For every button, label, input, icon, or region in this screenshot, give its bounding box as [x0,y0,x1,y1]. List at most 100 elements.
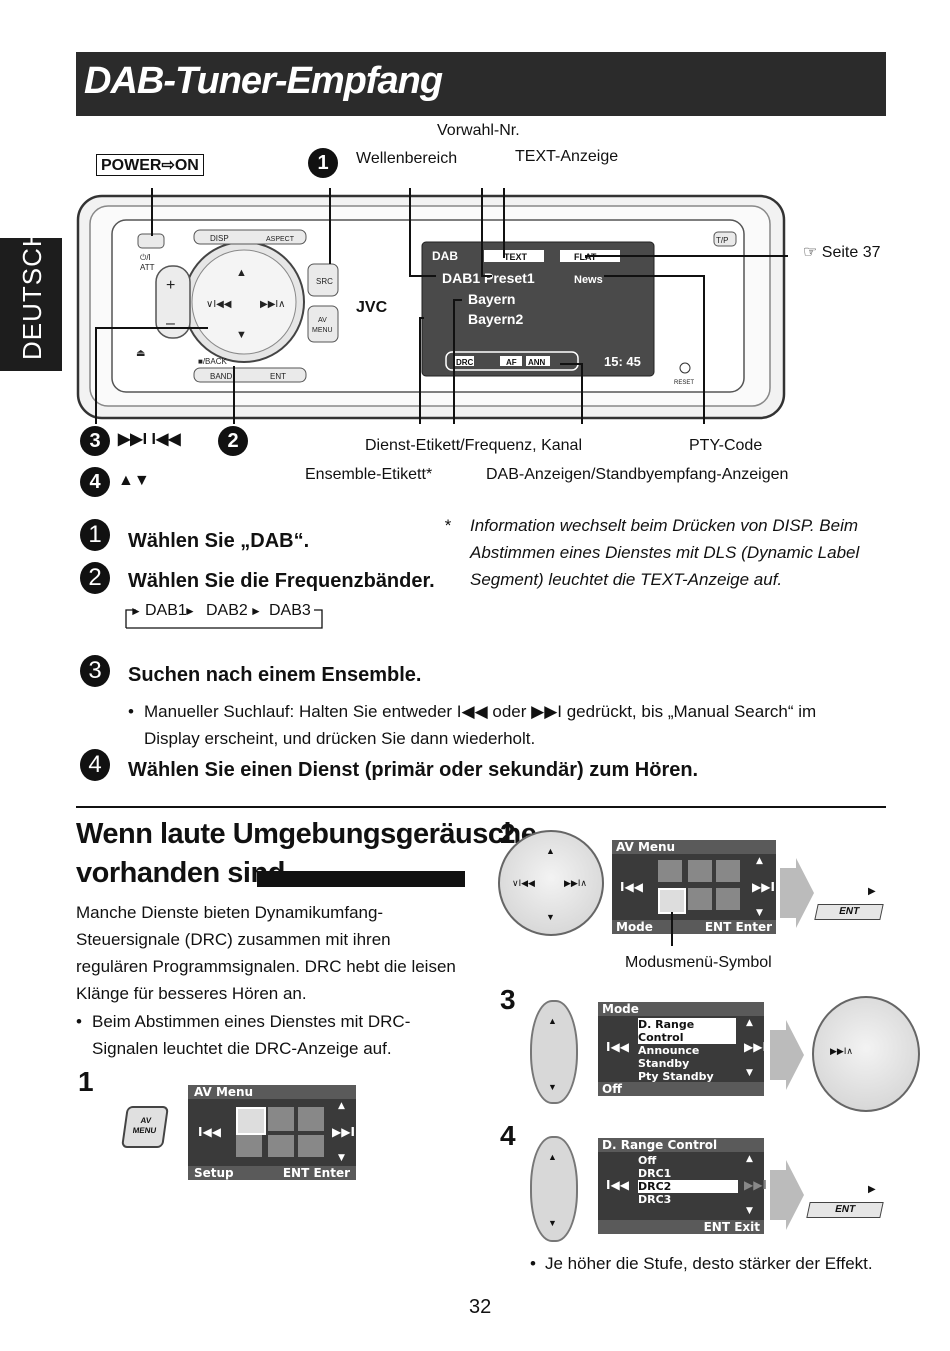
step2-arrow-icon [780,858,814,928]
av-menu-screen-2: AV Menu I◀◀ ▶▶I ▲ ▼ Mode ENT Enter [612,840,776,934]
equalizer-icon-2 [688,860,712,882]
screen1-footer: Setup ENT Enter [188,1166,356,1180]
screen2-title: AV Menu [612,840,776,854]
language-tab-label: DEUTSCH [17,227,47,360]
screen1-title: AV Menu [188,1085,356,1099]
volume-plus-icon: + [166,277,175,294]
setup-icon-2 [658,860,682,882]
reset-button [679,362,691,374]
control-dial-inner [191,249,297,355]
step3-rocker[interactable]: ▲ ▼ [530,1000,578,1104]
callout-seite: ☞ Seite 37 [803,244,881,261]
screen4-down-icon: ▼ [746,1206,753,1216]
mode-item-pty[interactable]: Pty Standby [638,1070,714,1083]
ent-button-2[interactable]: ENT [814,904,884,920]
screen2-footer-left: Mode [616,920,653,934]
step3-dial[interactable]: ▶▶I∧ [812,996,920,1112]
dial-next-icon: ▶▶I∧ [260,299,285,310]
lcd-af-box [500,356,522,366]
drc-item-off[interactable]: Off [638,1154,657,1167]
page-number: 32 [469,1296,492,1318]
screen3-next-icon: ▶▶I [744,1040,767,1054]
av-menu-screen-1: AV Menu I◀◀ ▶▶I ▲ ▼ Setup ENT Enter [188,1085,356,1180]
reset-label: RESET [674,380,694,386]
eject-icon: ⏏ [136,348,145,359]
drc-item-drc3[interactable]: DRC3 [638,1193,672,1206]
section-paragraph: Manche Dienste bieten Dynamikumfang-Steu… [76,903,456,1003]
screen1-next-icon: ▶▶I [332,1125,355,1139]
bluetooth-icon [298,1135,324,1157]
screen1-up-icon: ▲ [338,1101,345,1111]
mode-item-announce[interactable]: Announce Standby [638,1044,700,1070]
step4-rocker[interactable]: ▲ ▼ [530,1136,578,1242]
screen2-footer-right: ENT Enter [704,920,772,934]
tp-button [713,231,737,247]
callout-text-anzeige: TEXT-Anzeige [515,148,619,165]
menu-label: MENU [312,327,333,334]
ent-arrow-icon-2: ▶ [868,886,876,897]
drc-step-2-number: 2 [500,818,516,849]
final-bullet: Je höher die Stufe, desto stärker der Ef… [545,1254,873,1273]
callout-vorwahl: Vorwahl-Nr. [437,122,520,139]
ent-button-4[interactable]: ENT [806,1202,884,1218]
equalizer-icon [268,1107,294,1131]
aspect-label: ASPECT [266,236,295,243]
screen2-next-icon: ▶▶I [752,880,775,894]
screen3-title: Mode [598,1002,764,1016]
screen3-footer: Off [598,1082,764,1096]
section-bullet: Beim Abstimmen eines Dienstes mit DRC-Si… [92,1012,411,1058]
volume-rocker [155,265,191,339]
step-4-text: Wählen Sie einen Dienst (primär oder sek… [128,759,699,781]
section-title-line2: vorhanden sind [76,857,285,889]
svg-text:►: ► [130,604,142,618]
list-icon [268,1135,294,1157]
ent-label-4: ENT [833,1204,857,1215]
power-button [137,233,165,249]
band-cycle-diagram: ► ► ► [125,604,323,629]
dial-down-icon: ▼ [236,329,247,341]
dial-prev-icon: ∨I◀◀ [206,299,232,310]
band-dab1: DAB1 [145,602,187,619]
section-divider [76,806,886,808]
screen1-footer-left: Setup [194,1166,234,1180]
footnote-star: * [444,516,451,535]
screen2-up-icon: ▲ [756,856,763,866]
screen3-up-icon: ▲ [746,1018,753,1028]
screen3-prev-icon: I◀◀ [606,1040,629,1054]
lcd-drc: DRC [456,358,474,367]
lcd-text-box [484,250,544,262]
screen4-title: D. Range Control [598,1138,764,1152]
drc-item-drc1[interactable]: DRC1 [638,1167,672,1180]
lcd-time: 15: 45 [604,354,641,369]
drc-step-1-number: 1 [78,1066,94,1097]
power-label: POWER⇨ON [96,154,204,176]
mode-item-drc[interactable]: D. Range Control [638,1018,736,1044]
sound-icon [298,1107,324,1131]
src-button [307,263,339,297]
volume-minus-icon: – [166,315,175,332]
band-label: BAND [210,372,232,381]
sound-icon-2 [716,860,740,882]
drc-item-drc2[interactable]: DRC2 [638,1180,738,1193]
step2-dial[interactable]: ▲ ▼ ∨I◀◀ ▶▶I∧ [498,830,604,936]
screen2-down-icon: ▼ [756,908,763,918]
lcd-line1: DAB1 Preset1 [442,270,535,286]
src-label: SRC [316,277,333,286]
callout-dienst: Dienst-Etikett/Frequenz, Kanal [365,437,582,454]
drc-screen: D. Range Control Off DRC1 DRC2 DRC3 I◀◀ … [598,1138,767,1234]
svg-text:►: ► [184,604,196,618]
callout-dab-anzeigen: DAB-Anzeigen/Standbyempfang-Anzeigen [486,466,789,483]
title-bar: DAB-Tuner-Empfang [76,52,886,116]
lcd-display [421,241,655,377]
screen2-prev-icon: I◀◀ [620,880,643,894]
ent-label: ENT [270,372,286,381]
ent-arrow-icon-4: ▶ [868,1184,876,1195]
screen4-up-icon: ▲ [746,1154,753,1164]
screen4-footer: ENT Exit [598,1220,764,1234]
lcd-line3: Bayern2 [468,311,523,327]
lcd-indicator-frame [445,351,579,371]
screen3-down-icon: ▼ [746,1068,753,1078]
head-unit-illustration: ▲ ▼ ∨I◀◀ ▶▶I∧ + – DISP ASPECT ⏻/I ATT BA… [76,188,788,424]
screen1-footer-right: ENT Enter [282,1166,350,1180]
